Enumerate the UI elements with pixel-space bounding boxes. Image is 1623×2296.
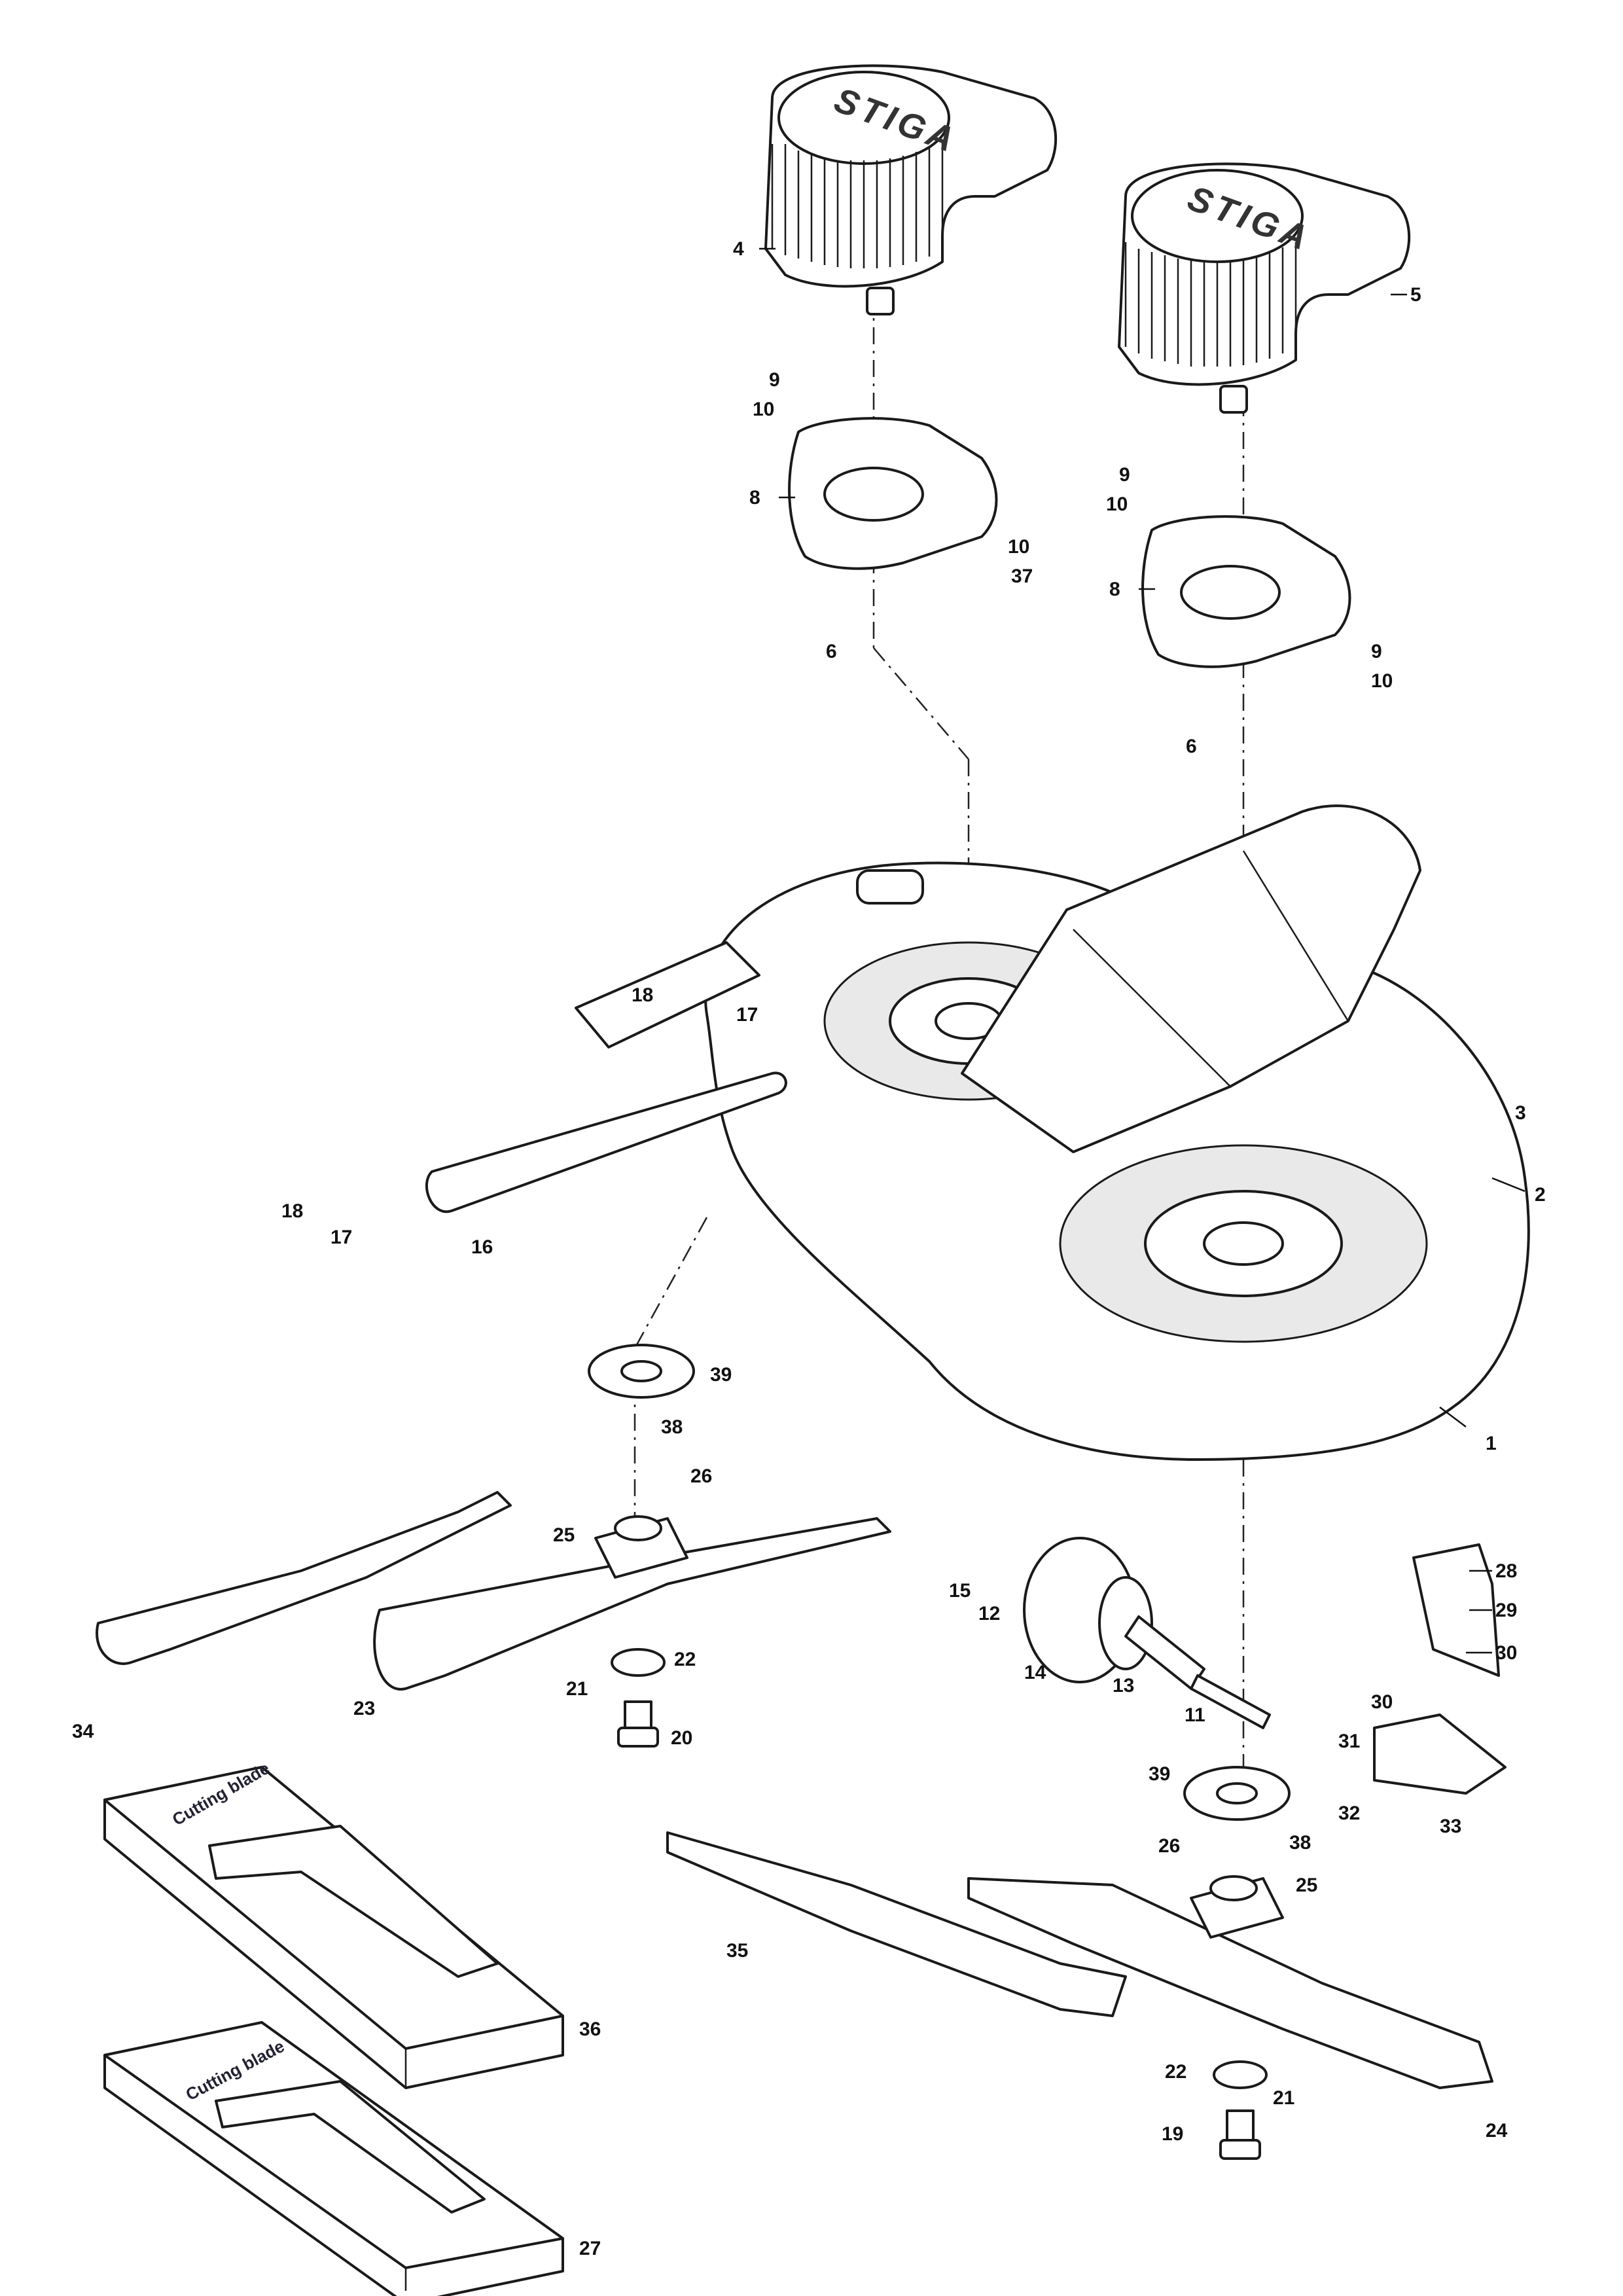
blade-right-35: [666, 1831, 1127, 2017]
mounting-plate-left: [788, 417, 998, 570]
callout-34: 34: [72, 1721, 94, 1742]
callout-2: 2: [1535, 1184, 1546, 1206]
callout-18-b: 18: [281, 1200, 303, 1222]
callout-17-b: 17: [330, 1227, 352, 1248]
callout-5: 5: [1410, 284, 1421, 306]
motor-cover-left: STIGA: [764, 64, 1058, 315]
blade-package-36: Cutting blade: [103, 1758, 564, 2089]
callout-leaders: [759, 247, 1525, 1654]
callout-23: 23: [353, 1698, 375, 1719]
anti-scalp-wheel: [1023, 1537, 1271, 1729]
washer-22-left: [611, 1648, 666, 1677]
callout-10-b: 10: [1008, 536, 1029, 558]
washer-22-right: [1213, 2060, 1268, 2089]
callout-10-d: 10: [1371, 670, 1393, 692]
callout-6-left: 6: [826, 641, 837, 662]
callout-38-b: 38: [1289, 1832, 1311, 1854]
callout-16: 16: [471, 1236, 493, 1258]
callout-4: 4: [733, 238, 744, 260]
callout-1: 1: [1486, 1433, 1497, 1454]
bracket-plate: [1412, 1543, 1500, 1677]
callout-10-c: 10: [1106, 493, 1128, 515]
washer-39-right: [1183, 1766, 1291, 1821]
discharge-chute: [961, 804, 1421, 1153]
callout-25-b: 25: [1296, 1874, 1317, 1896]
washer-39-left: [588, 1344, 695, 1399]
bolt-19: [1219, 2109, 1261, 2160]
callout-10-a: 10: [753, 399, 774, 420]
mulch-clip: [1373, 1713, 1507, 1795]
callout-30-b: 30: [1371, 1691, 1393, 1713]
bolt-20: [617, 1700, 659, 1748]
callout-21-a: 21: [566, 1678, 588, 1700]
callout-14: 14: [1024, 1662, 1046, 1683]
front-link-rod: [425, 941, 787, 1213]
callout-32: 32: [1338, 1803, 1360, 1824]
callout-39-b: 39: [1149, 1763, 1170, 1785]
blade-hub-right: [1190, 1875, 1284, 1939]
callout-9-b: 9: [1119, 464, 1130, 486]
callout-9-a: 9: [769, 369, 780, 391]
callout-13: 13: [1113, 1675, 1134, 1696]
callout-26-a: 26: [690, 1465, 712, 1487]
callout-19: 19: [1162, 2123, 1183, 2145]
callout-35: 35: [726, 1940, 748, 1962]
callout-27: 27: [579, 2238, 601, 2259]
callout-38-a: 38: [661, 1416, 683, 1438]
blade-package-27: Cutting blade: [103, 2021, 564, 2296]
callout-labels: 1 2 3 4 5 6 6 8 8 9 9 9 10 10 10 10 11 1…: [72, 238, 1546, 2259]
callout-28: 28: [1495, 1560, 1517, 1582]
blade-left-34: [96, 1491, 512, 1665]
blade-hub-left: [594, 1515, 688, 1579]
motor-cover-right: STIGA: [1118, 162, 1411, 414]
callout-29: 29: [1495, 1600, 1517, 1621]
callout-39-a: 39: [710, 1364, 732, 1386]
callout-30-a: 30: [1495, 1642, 1517, 1664]
callout-25-a: 25: [553, 1524, 575, 1546]
callout-18-a: 18: [632, 984, 653, 1006]
callout-8-left: 8: [749, 487, 760, 509]
callout-20: 20: [671, 1727, 692, 1749]
callout-33: 33: [1440, 1816, 1461, 1837]
callout-8-right: 8: [1109, 579, 1120, 600]
callout-24: 24: [1486, 2120, 1508, 2142]
callout-26-b: 26: [1158, 1835, 1180, 1857]
mounting-plate-right: [1141, 515, 1351, 668]
callout-36: 36: [579, 2018, 601, 2040]
callout-21-b: 21: [1273, 2087, 1294, 2109]
blade-left-23: [373, 1517, 891, 1691]
callout-3: 3: [1515, 1102, 1526, 1124]
callout-11: 11: [1185, 1704, 1205, 1726]
callout-9-c: 9: [1371, 641, 1382, 662]
callout-37: 37: [1011, 565, 1033, 587]
callout-17-a: 17: [736, 1004, 758, 1026]
callout-15: 15: [949, 1580, 971, 1602]
callout-22-b: 22: [1165, 2061, 1186, 2083]
callout-6-right: 6: [1186, 736, 1197, 757]
callout-22-a: 22: [674, 1649, 696, 1670]
callout-31: 31: [1338, 1731, 1360, 1752]
callout-12: 12: [978, 1603, 1000, 1624]
